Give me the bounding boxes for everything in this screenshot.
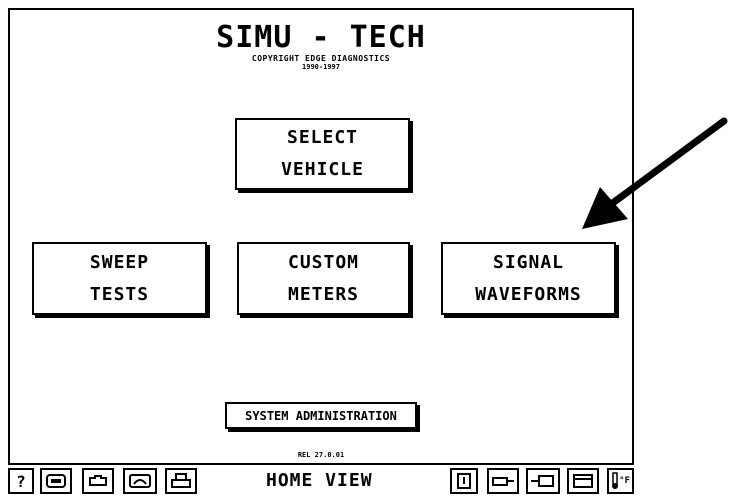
select-vehicle-button[interactable]: SELECT VEHICLE — [235, 118, 410, 190]
temperature-button[interactable]: °F — [607, 468, 634, 494]
copyright-years: 1990-1997 — [302, 63, 340, 71]
printer-button[interactable] — [165, 468, 197, 494]
probe-button[interactable] — [487, 468, 519, 494]
engine-icon — [89, 475, 107, 486]
signal-waveforms-label-2: WAVEFORMS — [475, 283, 582, 305]
scope-icon — [46, 474, 66, 488]
select-vehicle-label-2: VEHICLE — [281, 159, 364, 180]
version-text: REL 27.0.01 — [297, 451, 345, 459]
printer-icon — [171, 473, 191, 488]
probe-icon — [492, 477, 514, 486]
arrow-icon — [582, 117, 728, 229]
help-button[interactable]: ? — [8, 468, 34, 494]
select-vehicle-label-1: SELECT — [286, 127, 359, 148]
signal-waveforms-label-1: SIGNAL — [492, 251, 565, 273]
sensor-button[interactable] — [526, 468, 560, 494]
copyright-text: COPYRIGHT EDGE DIAGNOSTICS — [251, 54, 391, 63]
custom-meters-label-2: METERS — [287, 283, 360, 305]
help-icon: ? — [16, 471, 26, 491]
signal-waveforms-button[interactable]: SIGNAL WAVEFORMS — [441, 242, 616, 315]
home-view-label: HOME VIEW — [266, 470, 373, 491]
meter-button[interactable] — [123, 468, 157, 494]
thermometer-icon — [612, 472, 619, 489]
sensor-icon — [531, 475, 554, 487]
document-button[interactable] — [450, 468, 478, 494]
temperature-unit: °F — [619, 476, 630, 486]
custom-meters-label-1: CUSTOM — [287, 251, 360, 273]
sweep-tests-label-1: SWEEP — [89, 251, 150, 273]
meter-icon — [129, 474, 151, 488]
sweep-tests-label-2: TESTS — [89, 283, 150, 305]
bottom-toolbar: ? HOME VIEW °F — [8, 468, 634, 496]
card-button[interactable] — [567, 468, 599, 494]
system-administration-button[interactable]: SYSTEM ADMINISTRATION — [225, 402, 417, 429]
sweep-tests-button[interactable]: SWEEP TESTS — [32, 242, 207, 315]
scope-button[interactable] — [40, 468, 72, 494]
engine-button[interactable] — [82, 468, 114, 494]
custom-meters-button[interactable]: CUSTOM METERS — [237, 242, 410, 315]
card-icon — [573, 474, 593, 488]
app-title: SIMU - TECH — [216, 20, 426, 55]
document-icon — [457, 473, 471, 489]
main-screen: SIMU - TECH COPYRIGHT EDGE DIAGNOSTICS 1… — [8, 8, 634, 465]
